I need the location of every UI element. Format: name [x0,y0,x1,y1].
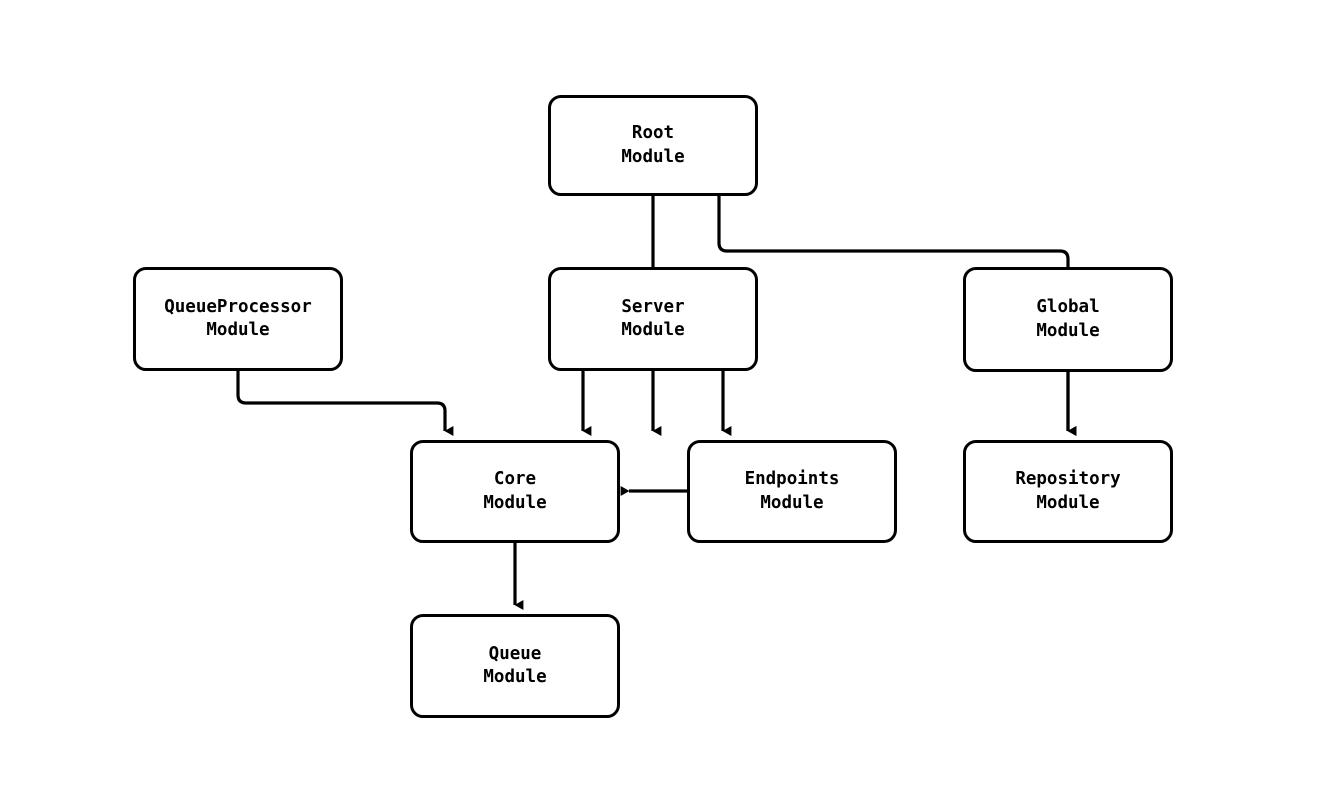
edge-queueprocessor-to-core [236,371,454,436]
node-queueprocessor-module[interactable]: QueueProcessor Module [133,267,343,371]
node-core-module-label: Core Module [483,469,547,513]
node-global-module[interactable]: Global Module [963,267,1173,372]
node-server-module-label: Server Module [621,296,685,340]
node-queueprocessor-module-label: QueueProcessor Module [164,296,312,340]
node-root-module-label: Root Module [621,123,685,167]
node-core-module[interactable]: Core Module [410,440,620,543]
node-repository-module[interactable]: Repository Module [963,440,1173,543]
node-queue-module[interactable]: Queue Module [410,614,620,718]
node-endpoints-module[interactable]: Endpoints Module [687,440,897,543]
node-endpoints-module-label: Endpoints Module [744,469,840,513]
node-global-module-label: Global Module [1036,297,1100,341]
node-repository-module-label: Repository Module [1015,469,1121,513]
node-queue-module-label: Queue Module [483,643,547,687]
edge-root-to-global [717,196,1077,436]
node-server-module[interactable]: Server Module [548,267,758,371]
node-root-module[interactable]: Root Module [548,95,758,196]
